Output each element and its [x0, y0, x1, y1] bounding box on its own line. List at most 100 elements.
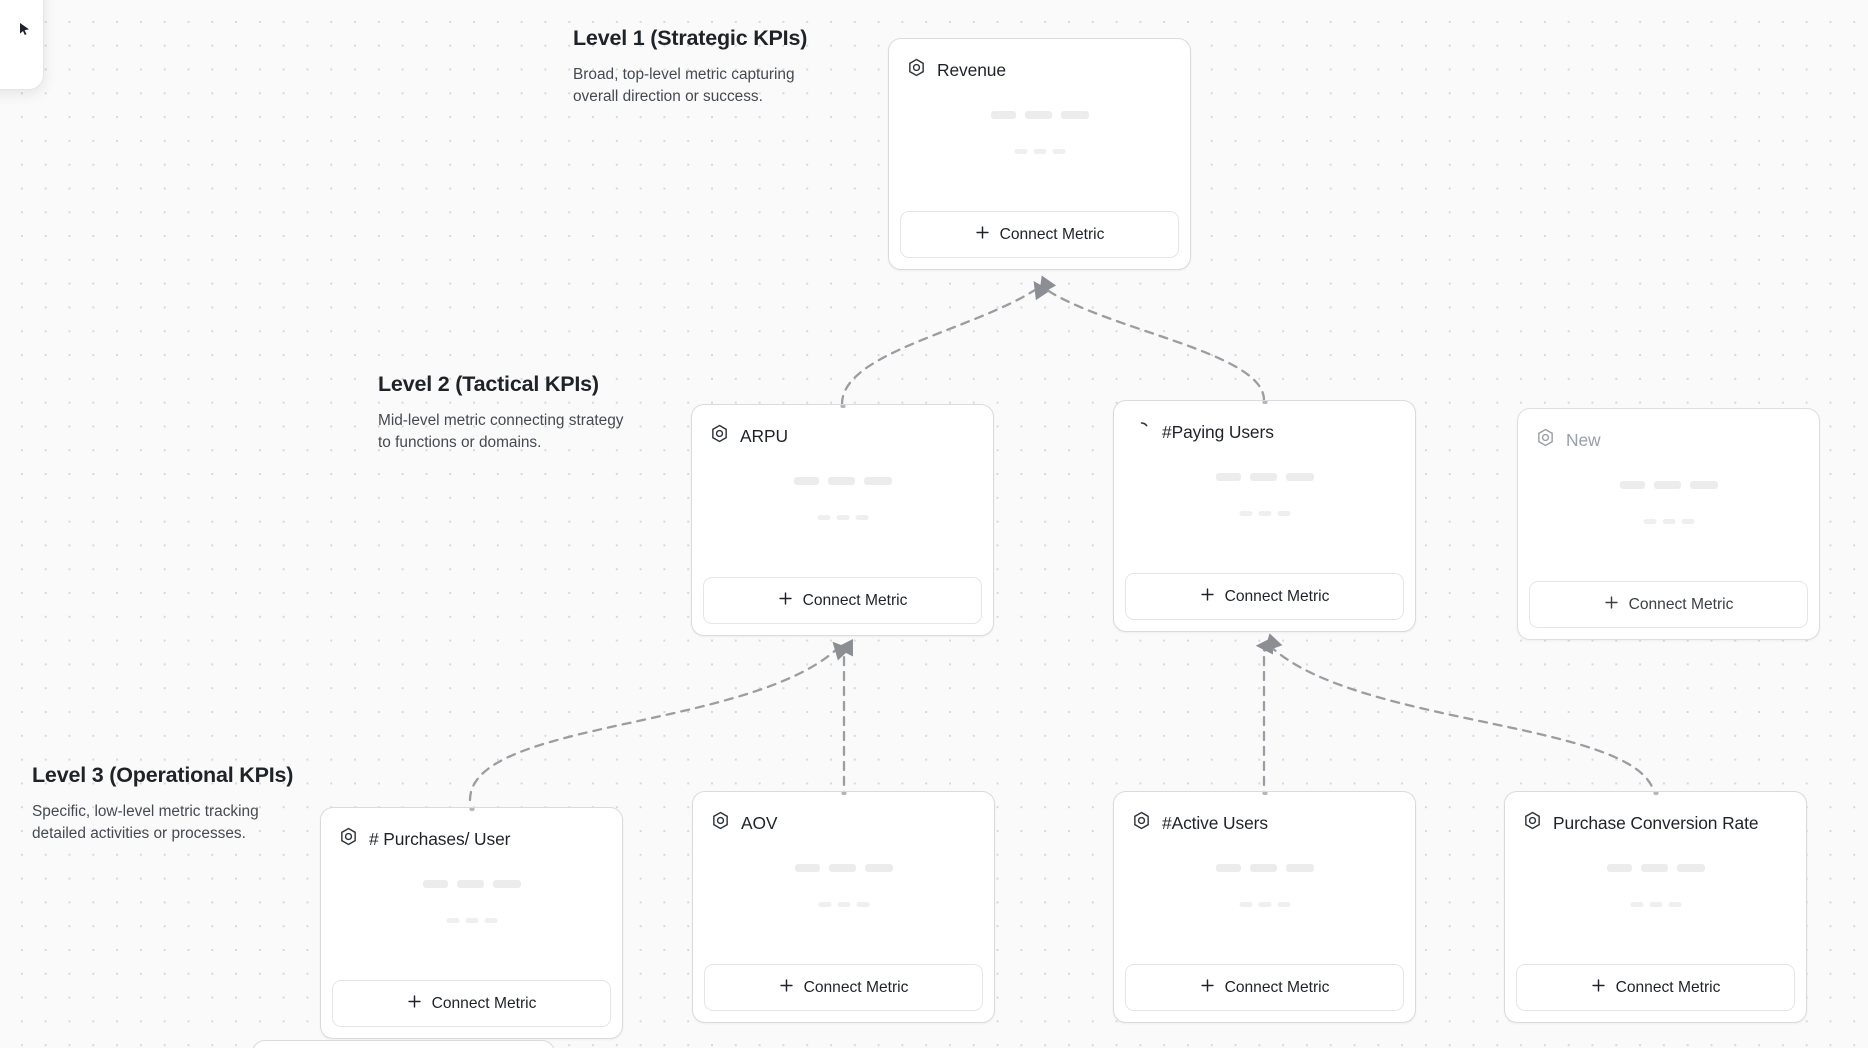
skeleton-row-primary — [1215, 864, 1314, 872]
node-revenue[interactable]: Revenue Connect Metric — [888, 38, 1191, 270]
connection-handle-top[interactable] — [841, 792, 846, 795]
node-purchase-conversion-rate-header: Purchase Conversion Rate — [1505, 792, 1806, 838]
connect-metric-label: Connect Metric — [1224, 587, 1330, 605]
node-revenue-header: Revenue — [889, 39, 1190, 85]
hexagon-metric-icon — [710, 424, 729, 448]
node-new[interactable]: New Connect Metric — [1517, 408, 1820, 640]
skeleton-bar — [1285, 473, 1314, 481]
skeleton-bar — [1285, 864, 1314, 872]
node-revenue-body — [889, 85, 1190, 211]
level-1-title: Level 1 (Strategic KPIs) — [573, 26, 808, 50]
hexagon-metric-icon — [1132, 811, 1151, 835]
skeleton-bar — [465, 918, 478, 923]
node-paying-users-body — [1114, 447, 1415, 573]
skeleton-row-secondary — [818, 902, 869, 907]
connect-metric-button-revenue[interactable]: Connect Metric — [900, 211, 1179, 258]
node-partial-header — [253, 1041, 554, 1048]
skeleton-row-primary — [990, 111, 1089, 119]
skeleton-bar — [827, 477, 855, 485]
skeleton-row-primary — [794, 864, 893, 872]
connect-metric-label: Connect Metric — [431, 994, 537, 1012]
connect-metric-label: Connect Metric — [802, 591, 908, 609]
skeleton-bar — [492, 880, 521, 888]
skeleton-row-secondary — [446, 918, 497, 923]
skeleton-bar — [422, 880, 448, 888]
skeleton-bar — [1662, 519, 1675, 524]
skeleton-bar — [837, 902, 850, 907]
skeleton-bar — [856, 902, 869, 907]
node-partial-below-fold[interactable] — [252, 1040, 555, 1048]
connection-handle-top[interactable] — [1653, 792, 1658, 795]
node-active-users[interactable]: #Active Users Connect Metric — [1113, 791, 1416, 1023]
node-purchases-user-title: # Purchases/ User — [369, 828, 511, 849]
floating-toolbar-panel[interactable] — [0, 0, 44, 90]
skeleton-bar — [818, 902, 831, 907]
connect-metric-button-purchases-user[interactable]: Connect Metric — [332, 980, 611, 1027]
connect-metric-label: Connect Metric — [1628, 595, 1734, 613]
connect-metric-label: Connect Metric — [1224, 978, 1330, 996]
node-aov[interactable]: AOV Connect Metric — [692, 791, 995, 1023]
skeleton-bar — [1606, 864, 1632, 872]
node-new-body — [1518, 455, 1819, 581]
node-purchase-conversion-rate-title: Purchase Conversion Rate — [1553, 812, 1759, 833]
level-3-title: Level 3 (Operational KPIs) — [32, 763, 294, 787]
skeleton-row-primary — [1619, 481, 1718, 489]
skeleton-bar — [1239, 902, 1252, 907]
level-2-label: Level 2 (Tactical KPIs) Mid-level metric… — [378, 372, 628, 454]
skeleton-bar — [1215, 864, 1241, 872]
skeleton-row-secondary — [1239, 902, 1290, 907]
skeleton-bar — [456, 880, 484, 888]
skeleton-bar — [1619, 481, 1645, 489]
connection-handle-top[interactable] — [469, 808, 474, 811]
level-2-description: Mid-level metric connecting strategy to … — [378, 412, 624, 451]
connection-handle-top[interactable] — [1262, 792, 1267, 795]
node-purchases-user[interactable]: # Purchases/ User Connect Metric — [320, 807, 623, 1039]
connect-metric-label: Connect Metric — [803, 978, 909, 996]
skeleton-bar — [1676, 864, 1705, 872]
skeleton-bar — [793, 477, 819, 485]
node-active-users-header: #Active Users — [1114, 792, 1415, 838]
skeleton-bar — [1014, 149, 1027, 154]
skeleton-row-primary — [1606, 864, 1705, 872]
connect-metric-button-aov[interactable]: Connect Metric — [704, 964, 983, 1011]
skeleton-bar — [864, 864, 893, 872]
connect-metric-button-paying-users[interactable]: Connect Metric — [1125, 573, 1404, 620]
node-purchase-conversion-rate[interactable]: Purchase Conversion Rate Connect Metric — [1504, 791, 1807, 1023]
plus-icon — [1200, 587, 1215, 607]
level-1-description: Broad, top-level metric capturing overal… — [573, 66, 795, 105]
connect-metric-button-active-users[interactable]: Connect Metric — [1125, 964, 1404, 1011]
node-paying-users-title: #Paying Users — [1162, 421, 1274, 442]
node-purchase-conversion-rate-body — [1505, 838, 1806, 964]
level-3-label: Level 3 (Operational KPIs) Specific, low… — [32, 763, 294, 845]
skeleton-row-secondary — [817, 515, 868, 520]
connect-metric-button-purchase-conversion-rate[interactable]: Connect Metric — [1516, 964, 1795, 1011]
hexagon-metric-icon — [1536, 428, 1555, 452]
edge-paying-users-revenue — [1039, 275, 1266, 402]
skeleton-bar — [1024, 111, 1052, 119]
node-active-users-body — [1114, 838, 1415, 964]
connect-metric-button-new[interactable]: Connect Metric — [1529, 581, 1808, 628]
node-arpu[interactable]: ARPU Connect Metric — [691, 404, 994, 636]
hexagon-metric-icon — [339, 827, 358, 851]
skeleton-row-secondary — [1239, 511, 1290, 516]
skeleton-bar — [1630, 902, 1643, 907]
skeleton-bar — [1052, 149, 1065, 154]
connection-handle-top[interactable] — [840, 405, 845, 408]
hexagon-metric-icon — [711, 811, 730, 835]
node-new-title: New — [1566, 429, 1601, 450]
skeleton-bar — [1239, 511, 1252, 516]
skeleton-bar — [1249, 864, 1277, 872]
connection-handle-top[interactable] — [1262, 401, 1267, 404]
plus-icon — [1591, 978, 1606, 998]
skeleton-row-primary — [1215, 473, 1314, 481]
connect-metric-button-arpu[interactable]: Connect Metric — [703, 577, 982, 624]
skeleton-bar — [1649, 902, 1662, 907]
connect-metric-label: Connect Metric — [999, 225, 1105, 243]
plus-icon — [1200, 978, 1215, 998]
skeleton-row-primary — [793, 477, 892, 485]
node-paying-users[interactable]: #Paying Users Connect Metric — [1113, 400, 1416, 632]
plus-icon — [778, 591, 793, 611]
skeleton-bar — [836, 515, 849, 520]
skeleton-row-secondary — [1014, 149, 1065, 154]
